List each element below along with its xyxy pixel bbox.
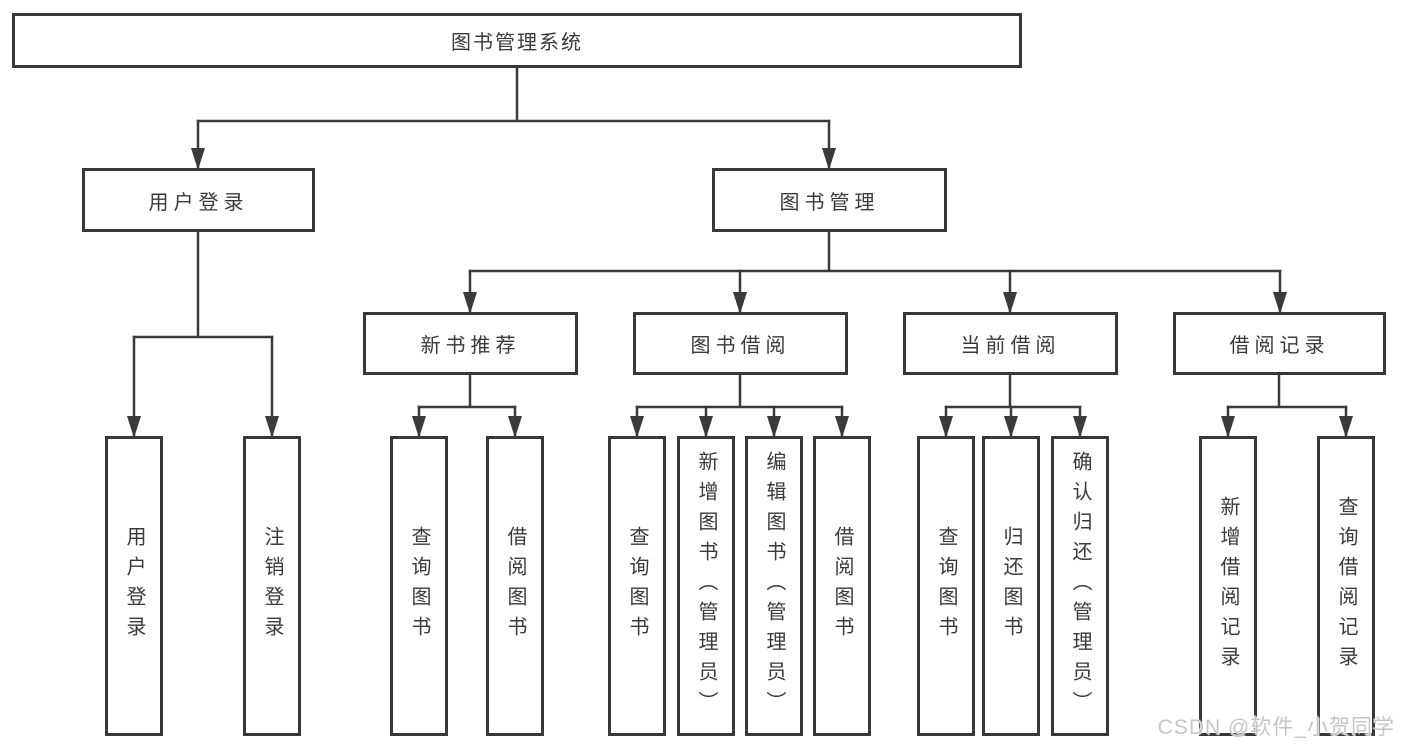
leaf-query-borrow-record: 查询借阅记录 [1317, 436, 1375, 736]
leaf-query-books-recommend: 查询图书 [390, 436, 448, 736]
node-library-management-system: 图书管理系统 [12, 13, 1022, 68]
leaf-query-books-current: 查询图书 [917, 436, 975, 736]
node-user-login: 用户登录 [82, 168, 315, 232]
leaf-return-books: 归还图书 [982, 436, 1040, 736]
node-borrowing-records: 借阅记录 [1173, 312, 1386, 375]
node-book-borrowing: 图书借阅 [633, 312, 848, 375]
leaf-add-borrow-record: 新增借阅记录 [1199, 436, 1257, 736]
node-new-book-recommendation: 新书推荐 [363, 312, 578, 375]
csdn-watermark: CSDN @软件_小贺同学 [1157, 716, 1395, 739]
leaf-add-book-admin: 新增图书（管理员） [677, 436, 735, 736]
node-book-management: 图书管理 [712, 168, 947, 232]
leaf-borrow-books-recommend: 借阅图书 [486, 436, 544, 736]
leaf-confirm-return-admin: 确认归还（管理员） [1051, 436, 1109, 736]
node-current-borrowing: 当前借阅 [903, 312, 1118, 375]
leaf-user-login: 用户登录 [105, 436, 163, 736]
leaf-query-books-borrowing: 查询图书 [608, 436, 666, 736]
leaf-borrow-books-borrowing: 借阅图书 [813, 436, 871, 736]
leaf-edit-book-admin: 编辑图书（管理员） [745, 436, 803, 736]
leaf-logout: 注销登录 [243, 436, 301, 736]
